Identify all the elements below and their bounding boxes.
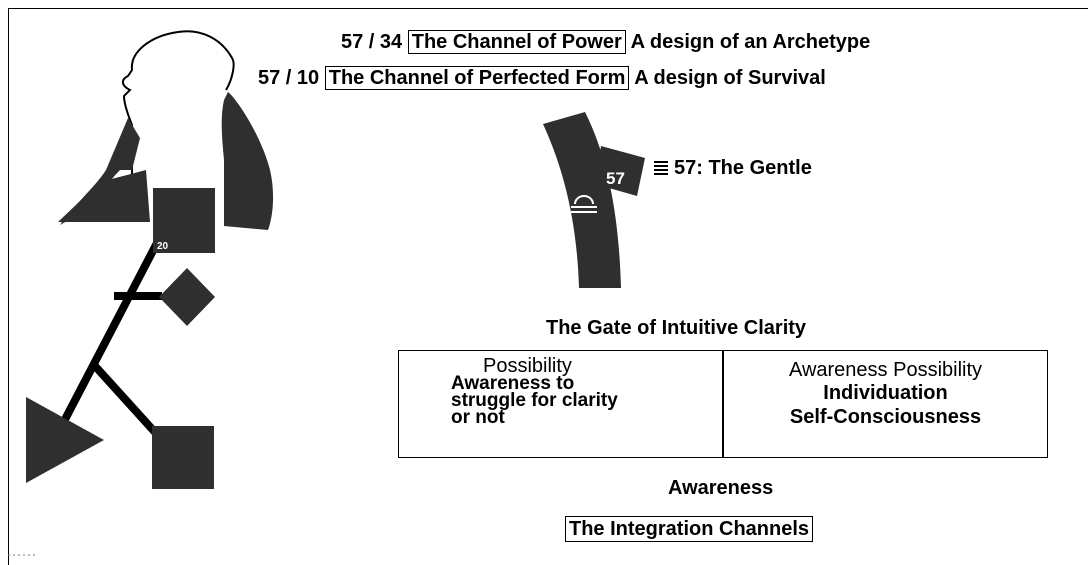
properties-right-cell: Awareness Possibility Individuation Self… bbox=[724, 351, 1047, 457]
properties-left-cell: Possibility Awareness to struggle for cl… bbox=[399, 351, 722, 457]
hair-icon bbox=[221, 92, 274, 230]
center-arc-icon bbox=[543, 112, 621, 288]
channel-number: 57 / 34 bbox=[341, 31, 403, 53]
gate-title-text: 57: The Gentle bbox=[674, 157, 812, 179]
sacral-center-icon bbox=[152, 426, 214, 489]
properties-left-body: Awareness to struggle for clarity or not bbox=[451, 373, 618, 428]
throat-center-icon bbox=[153, 188, 215, 253]
properties-left-heading: Possibility bbox=[483, 355, 572, 377]
channel-row-1: 57 / 34 The Channel of Power A design of… bbox=[341, 30, 870, 54]
gate-name: The Gate of Intuitive Clarity bbox=[546, 317, 807, 339]
gate-arc-graphic: 57 bbox=[543, 112, 645, 288]
gate-badge-icon bbox=[595, 146, 645, 196]
head-profile-icon bbox=[122, 30, 235, 205]
g-center-icon bbox=[159, 268, 215, 326]
properties-right-heading: Awareness Possibility bbox=[788, 359, 983, 381]
properties-right-body: Individuation Self-Consciousness bbox=[789, 382, 982, 428]
gate-badge-number: 57 bbox=[606, 169, 625, 188]
channel-row-2: 57 / 10 The Channel of Perfected Form A … bbox=[258, 66, 826, 90]
hexagram-icon bbox=[654, 161, 668, 175]
circuit-label: Awareness bbox=[668, 477, 774, 499]
window-border-top bbox=[8, 8, 1088, 9]
channel-lines bbox=[44, 241, 165, 454]
beard-icon bbox=[60, 118, 140, 225]
table-divider bbox=[722, 351, 724, 457]
window-border-left bbox=[8, 8, 9, 565]
bodygraph-illustration: 20 bbox=[8, 30, 274, 556]
spleen-center-icon bbox=[26, 397, 104, 483]
integration-channels-link[interactable]: The Integration Channels bbox=[565, 516, 814, 542]
channel-link-power[interactable]: The Channel of Power bbox=[407, 30, 626, 54]
channel-design: A design of Survival bbox=[634, 67, 826, 89]
gate-properties-table: Possibility Awareness to struggle for cl… bbox=[398, 350, 1048, 458]
channel-number: 57 / 10 bbox=[258, 67, 320, 89]
channel-design: A design of an Archetype bbox=[630, 31, 871, 53]
gate-title: 57: The Gentle bbox=[654, 156, 812, 180]
gate-20-label: 20 bbox=[157, 241, 169, 252]
libra-icon bbox=[571, 195, 597, 213]
channel-link-perfected-form[interactable]: The Channel of Perfected Form bbox=[324, 66, 630, 90]
